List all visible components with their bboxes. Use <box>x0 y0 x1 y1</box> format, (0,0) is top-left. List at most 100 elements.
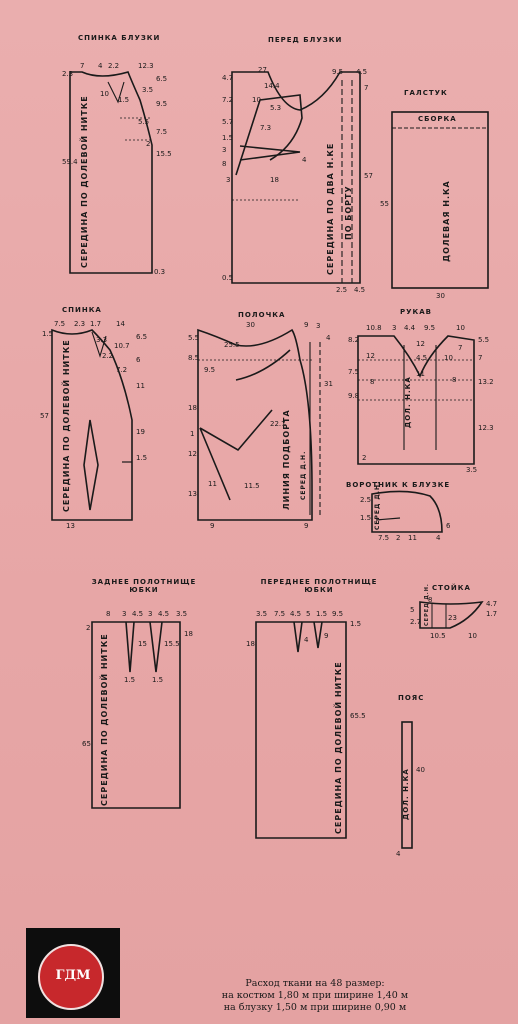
vlabel-po-sered: СЕРЕД Д.Н. <box>300 450 307 500</box>
dim: 12.3 <box>478 424 494 432</box>
dim: 12 <box>416 340 425 348</box>
piece-vorotnik <box>371 490 443 533</box>
dim: 10.7 <box>114 342 130 350</box>
dim: 4 <box>436 534 441 542</box>
logo-emblem-icon: ГДМ <box>38 944 104 1010</box>
dim: 4.4 <box>404 324 416 332</box>
title-zadnee: ЗАДНЕЕ ПОЛОТНИЩЕ ЮБКИ <box>91 578 197 594</box>
dim: 18 <box>270 176 279 184</box>
dim: 8 <box>370 378 375 386</box>
dim: 5.5 <box>478 336 490 344</box>
dim: 2.3 <box>74 320 86 328</box>
dim: 10.8 <box>366 324 382 332</box>
dim: 3.5 <box>466 466 478 474</box>
dim: 30 <box>246 321 255 329</box>
dim: 9 <box>304 321 309 329</box>
footer-line-2: на костюм 1,80 м при ширине 1,40 м <box>221 990 409 1001</box>
dim: 3.3 <box>96 336 108 344</box>
title-stoyka: СТОЙКА <box>432 584 471 592</box>
title-pered-bluzki: ПЕРЕД БЛУЗКИ <box>268 36 343 44</box>
dim: 30 <box>436 292 445 300</box>
dim: 7.2 <box>222 96 234 104</box>
fabric-consumption-note: Расход ткани на 48 размер: на костюм 1,8… <box>190 978 440 1014</box>
dim: 2 <box>146 140 151 148</box>
dim: 5 <box>410 606 415 614</box>
dim: 0.3 <box>154 268 166 276</box>
dim: 6 <box>136 356 141 364</box>
dim: 1.5 <box>136 454 148 462</box>
dim: 18 <box>188 404 197 412</box>
dim: 7.5 <box>348 368 360 376</box>
dim: 7.5 <box>156 128 168 136</box>
dim: 6.5 <box>136 333 148 341</box>
dim: 15.5 <box>164 640 180 648</box>
dim: 11 <box>208 480 217 488</box>
dim: 11.5 <box>244 482 260 490</box>
dim: 6.5 <box>156 75 168 83</box>
label-sborka: СБОРКА <box>418 115 457 123</box>
dim: 9.5 <box>424 324 436 332</box>
dim: 7 <box>478 354 483 362</box>
dim: 7 <box>364 84 369 92</box>
dim: 12.3 <box>138 62 154 70</box>
dim: 13 <box>66 522 75 530</box>
dim: 12 <box>188 450 197 458</box>
dim: 7 <box>458 344 463 352</box>
dim: 1.7 <box>90 320 102 328</box>
piece-spinka-bluzki <box>69 71 153 274</box>
dim: 1.5 <box>152 676 164 684</box>
title-perednee: ПЕРЕДНЕЕ ПОЛОТНИЩЕ ЮБКИ <box>260 578 378 594</box>
dim: 1.5 <box>118 96 130 104</box>
dim: 7.5 <box>378 534 390 542</box>
dim: 22.7 <box>270 420 286 428</box>
dim: 2.5 <box>360 496 372 504</box>
dim: 11 <box>136 382 145 390</box>
piece-spinka <box>51 328 133 521</box>
title-vorotnik: ВОРОТНИК К БЛУЗКЕ <box>346 481 451 489</box>
dim: 4.7 <box>486 600 498 608</box>
dim: 9 <box>304 522 309 530</box>
vlabel-pb-bortu: ПО БОРТУ <box>344 185 353 240</box>
dim: 3 <box>392 324 397 332</box>
dim: 4 <box>326 334 331 342</box>
dim: 8 <box>428 596 433 604</box>
dim: 5.5 <box>188 334 200 342</box>
dim: 10 <box>100 90 109 98</box>
dim: 59.4 <box>62 158 78 166</box>
dim: 65 <box>82 740 91 748</box>
dim: 13 <box>188 490 197 498</box>
vlabel-sb-seredina: СЕРЕДИНА ПО ДОЛЕВОЙ НИТКЕ <box>80 95 89 268</box>
dim: 9 <box>324 632 329 640</box>
dim: 25.5 <box>224 341 240 349</box>
dim: 2 <box>86 624 91 632</box>
dim: 2.7 <box>410 618 422 626</box>
dim: 4.5 <box>356 68 368 76</box>
piece-perednee <box>255 621 347 839</box>
dim: 6 <box>446 522 451 530</box>
piece-galstuk <box>391 111 489 289</box>
dim: 4 <box>302 156 307 164</box>
dim: 0.5 <box>222 274 234 282</box>
dim: 3 <box>122 610 127 618</box>
vlabel-sp-seredina: СЕРЕДИНА ПО ДОЛЕВОЙ НИТКЕ <box>62 339 71 512</box>
dim: 4 <box>396 850 401 858</box>
dim: 12 <box>366 352 375 360</box>
dim: 7.3 <box>260 124 272 132</box>
vlabel-galstuk-dolevaya: ДОЛЕВАЯ Н.КА <box>442 180 451 262</box>
dim: 11 <box>416 370 425 378</box>
dim: 2.3 <box>62 70 74 78</box>
dim: 23 <box>448 614 457 622</box>
dim: 9.5 <box>332 610 344 618</box>
dim: 15 <box>138 640 147 648</box>
title-spinka-bluzki: СПИНКА БЛУЗКИ <box>78 34 161 42</box>
title-polochka: ПОЛОЧКА <box>238 311 286 319</box>
dim: 4.5 <box>158 610 170 618</box>
dim: 18 <box>184 630 193 638</box>
dim: 65.5 <box>350 712 366 720</box>
vlabel-ru-dol: ДОЛ. Н.КА <box>404 376 412 428</box>
dim: 10 <box>252 96 261 104</box>
dim: 9.5 <box>156 100 168 108</box>
title-spinka: СПИНКА <box>62 306 102 314</box>
vlabel-pb-seredina: СЕРЕДИНА ПО ДВА Н.КЕ <box>326 142 335 275</box>
